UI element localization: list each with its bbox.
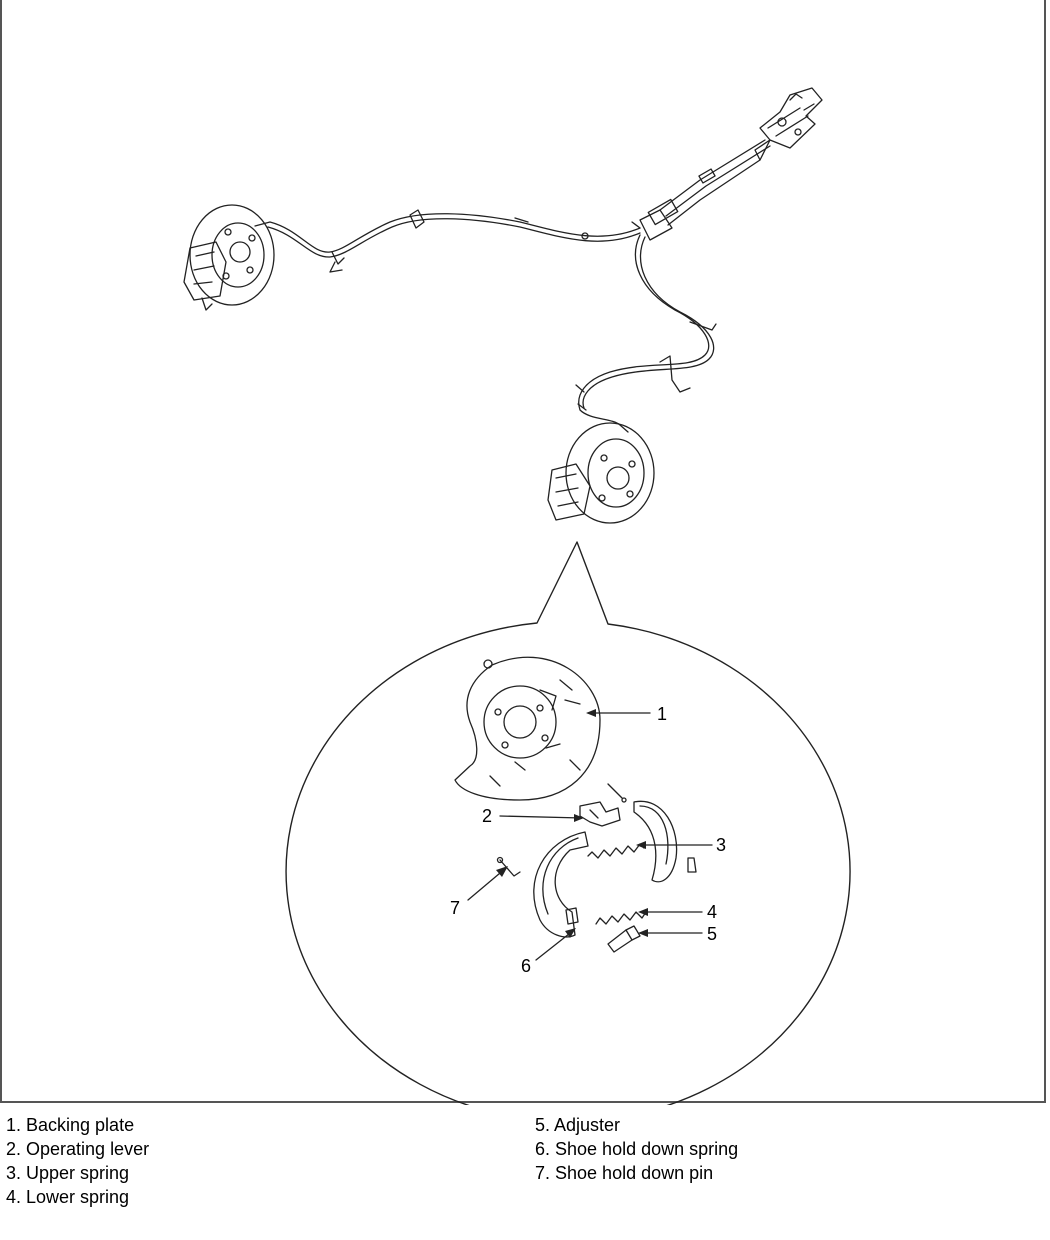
brake-shoe-front <box>633 800 697 883</box>
operating-lever <box>579 783 627 827</box>
figure-frame <box>0 0 1046 1103</box>
left-brake-assembly <box>183 204 275 311</box>
legend-item: 1. Backing plate <box>6 1115 135 1135</box>
leader-arrowheads <box>496 709 648 938</box>
parking-brake-lever <box>754 87 823 161</box>
legend-left: 1. Backing plate 2. Operating lever 3. U… <box>6 1113 149 1209</box>
detail-magnifier <box>285 541 851 1105</box>
backing-plate <box>454 656 601 801</box>
legend-right: 5. Adjuster 6. Shoe hold down spring 7. … <box>535 1113 738 1185</box>
legend-item: 7. Shoe hold down pin <box>535 1163 714 1183</box>
callout-4: 4 <box>707 902 717 922</box>
parking-brake-diagram: 1 2 3 4 5 6 7 <box>183 87 851 1105</box>
callout-5: 5 <box>707 924 717 944</box>
shoe-hold-down-pin <box>496 856 521 877</box>
legend-item: 4. Lower spring <box>6 1187 130 1207</box>
legend-item: 2. Operating lever <box>6 1139 150 1159</box>
lower-spring <box>595 911 647 925</box>
legend-item: 3. Upper spring <box>6 1163 130 1183</box>
callout-2: 2 <box>482 806 492 826</box>
right-brake-assembly <box>547 422 655 524</box>
callout-3: 3 <box>716 835 726 855</box>
callout-7: 7 <box>450 898 460 918</box>
cable-assembly <box>254 139 771 433</box>
legend-item: 5. Adjuster <box>535 1115 621 1135</box>
brake-shoe-rear <box>533 831 589 938</box>
adjuster <box>607 925 641 953</box>
upper-spring <box>587 843 645 859</box>
callout-6: 6 <box>521 956 531 976</box>
callout-1: 1 <box>657 704 667 724</box>
legend-item: 6. Shoe hold down spring <box>535 1139 739 1159</box>
